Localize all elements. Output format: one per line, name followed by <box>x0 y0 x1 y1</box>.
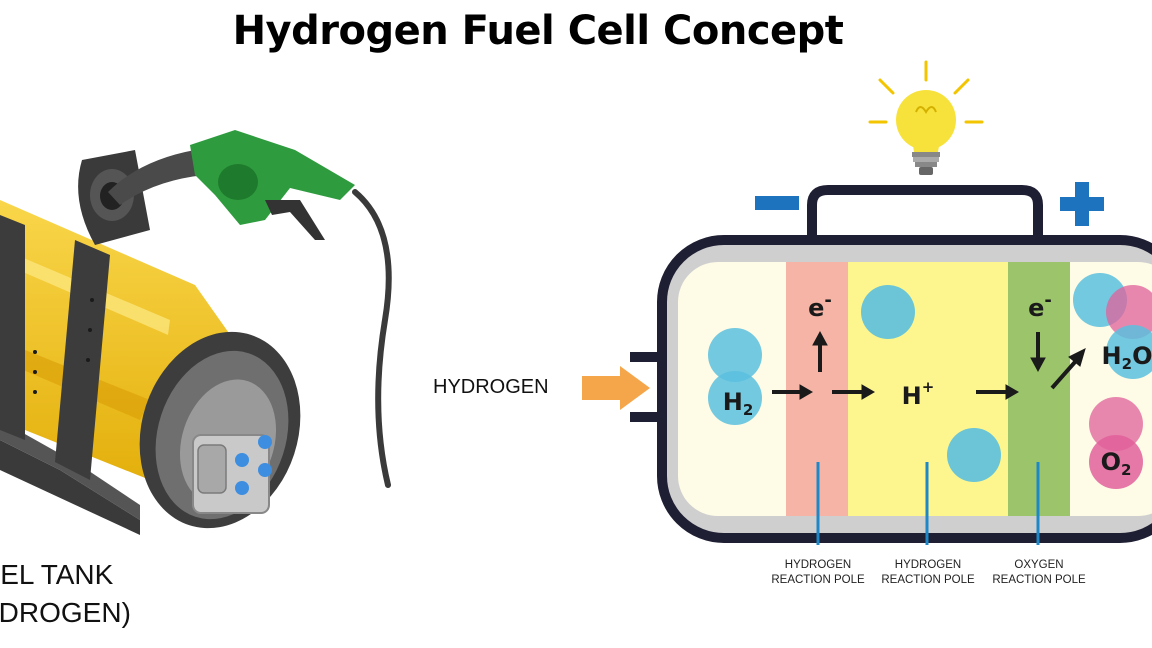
electron-right-label: e- <box>1028 290 1052 322</box>
h2-label: H2 <box>723 388 754 419</box>
pole-label-line1: HYDROGEN <box>784 559 852 571</box>
pole-label-line2: REACTION POLE <box>881 574 975 586</box>
oxygen-reaction-pole-label: OXYGEN REACTION POLE <box>979 558 1099 588</box>
hydrogen-reaction-pole-label: HYDROGEN REACTION POLE <box>758 558 878 588</box>
h-plus-label: H+ <box>902 378 935 410</box>
diagonal-arrow <box>1050 360 1077 390</box>
fuel-nozzle-illustration <box>78 130 392 488</box>
page-title: Hydrogen Fuel Cell Concept <box>232 8 844 54</box>
nozzle-spout <box>108 150 205 205</box>
water-molecule <box>1073 273 1152 379</box>
hydrogen-ion-particle <box>947 428 1001 482</box>
tank-strap-right <box>55 240 110 480</box>
positive-terminal-icon <box>1060 182 1104 226</box>
hydrogen-reaction-pole-label: HYDROGEN REACTION POLE <box>868 558 988 588</box>
valve-cylinder <box>197 444 227 494</box>
fuel-cell-housing <box>630 235 1152 543</box>
electron-left-label: e- <box>808 290 832 322</box>
nozzle-body <box>190 130 355 225</box>
arrow-right-1-head <box>799 384 813 400</box>
pole-indicator-lines <box>816 462 1040 545</box>
nozzle-grip <box>218 164 258 200</box>
pole-label-line1: HYDROGEN <box>894 559 962 571</box>
negative-terminal-icon <box>755 196 799 210</box>
valve-ports <box>235 435 272 495</box>
tank-base-bracket <box>0 440 140 535</box>
h2-molecule <box>708 328 762 425</box>
tank-strap-left <box>0 215 25 440</box>
tank-label-line2: YDROGEN) <box>0 597 131 628</box>
fuel-hose <box>352 189 392 488</box>
pole-label-line2: REACTION POLE <box>771 574 865 586</box>
fuel-tank-illustration <box>0 200 301 535</box>
hydrogen-ion-particle <box>861 285 915 339</box>
hydrogen-input-arrow <box>582 366 650 410</box>
electron-up-arrow-head <box>812 330 828 346</box>
inlet-pipe-top <box>630 352 664 362</box>
pole-label-line2: REACTION POLE <box>992 574 1086 586</box>
tank-base-bracket-top <box>0 420 140 520</box>
external-circuit-wire <box>807 185 1043 240</box>
o2-label: O2 <box>1101 448 1132 479</box>
o2-molecule <box>1089 397 1143 489</box>
electron-down-arrow-head <box>1030 357 1046 373</box>
strap-rivets <box>33 298 94 394</box>
nozzle-trigger <box>265 200 325 240</box>
pole-label-line1: OXYGEN <box>1014 559 1064 571</box>
inlet-pipe-bottom <box>630 412 664 422</box>
hydrogen-input-label: HYDROGEN <box>433 376 549 398</box>
light-bulb-icon <box>868 60 984 175</box>
arrow-right-3-head <box>1005 384 1019 400</box>
flow-arrows <box>772 330 1086 400</box>
diagonal-arrow-head <box>1068 348 1086 367</box>
water-label: H2O <box>1102 342 1152 373</box>
fuel-tank-label: UEL TANK YDROGEN) <box>0 556 131 632</box>
tank-label-line1: UEL TANK <box>0 559 114 590</box>
arrow-right-2-head <box>861 384 875 400</box>
